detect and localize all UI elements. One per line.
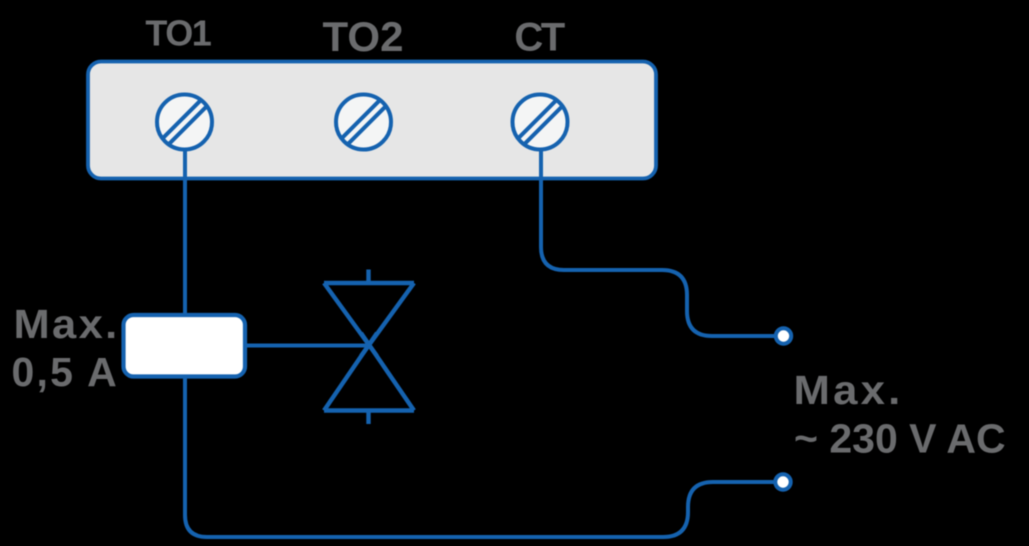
supply-terminal-top-icon [773,326,794,346]
contact-rating-line1: Max. [14,301,120,347]
contact-rating-line2: 0,5 A [12,349,119,395]
valve-icon [322,269,416,424]
terminal-label-to1: TO1 [145,13,211,54]
supply-terminal-bottom-icon [773,472,793,492]
supply-rating-line1: Max. [794,367,904,413]
wire-contact-to-supply [183,376,776,539]
terminal-label-ct: CT [514,16,564,60]
terminal-screw-ct-icon [510,92,570,152]
terminal-screw-to1-icon [155,92,214,152]
supply-rating-line2: ~ 230 V AC [794,416,1006,462]
terminal-screw-to2-icon [334,92,393,152]
terminal-label-to2: TO2 [323,13,404,60]
contact-box [121,312,248,379]
wire-ct-to-supply [539,140,776,338]
